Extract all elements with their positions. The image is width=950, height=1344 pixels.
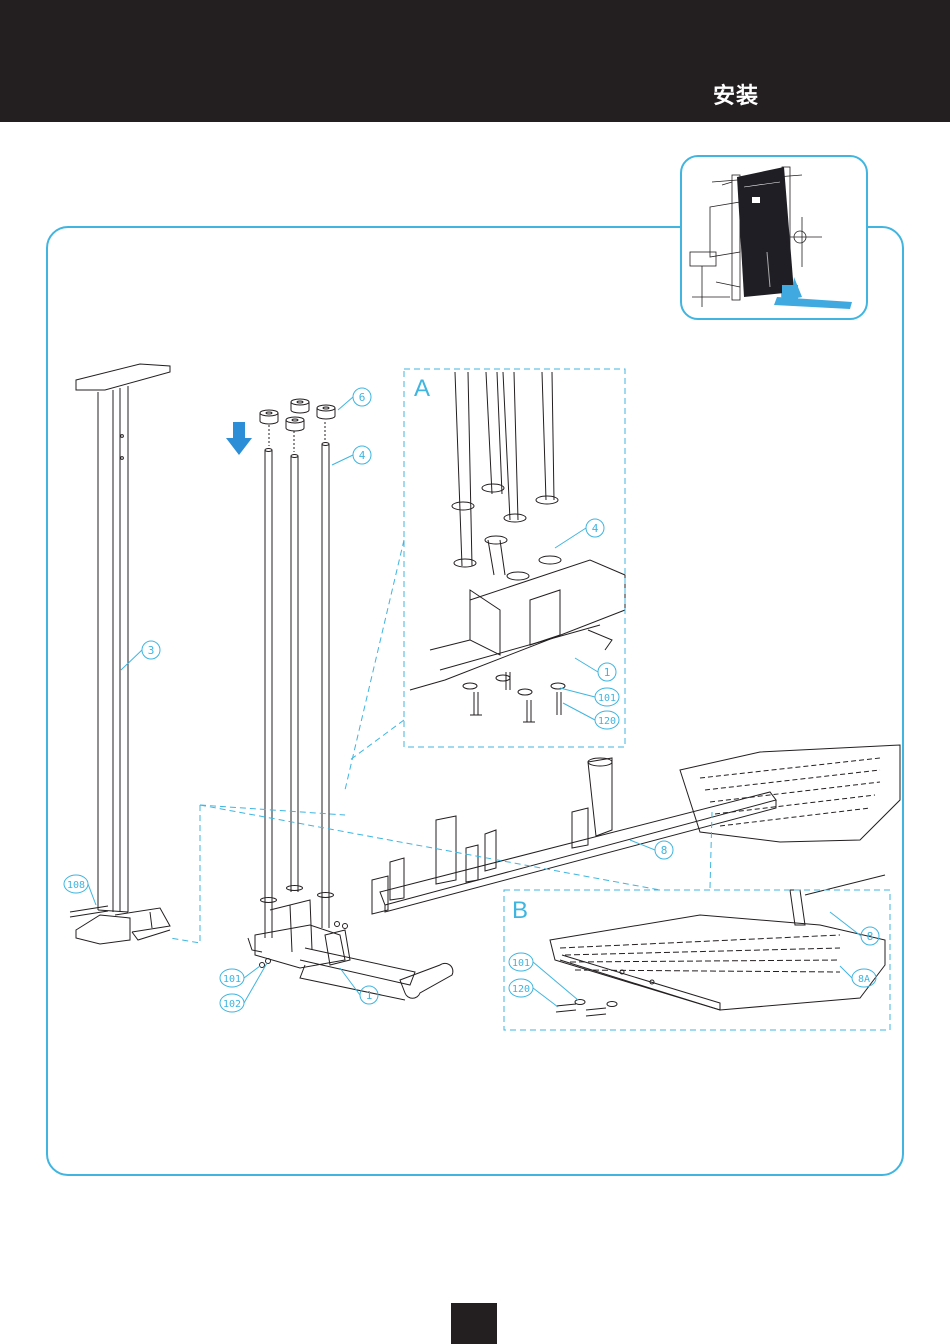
detail-a-box (404, 369, 625, 747)
callout-b-120: 120 (512, 984, 530, 995)
callout-1: 1 (366, 989, 373, 1002)
callout-a-1: 1 (604, 666, 611, 679)
part-1-base (248, 900, 453, 1000)
callout-a-101: 101 (598, 693, 616, 704)
detail-a-parts (410, 372, 625, 722)
callout-108: 108 (67, 880, 85, 891)
part-8-rail (372, 745, 900, 914)
down-arrow-icon (226, 422, 252, 455)
callout-b-8a: 8A (858, 974, 870, 985)
callout-8: 8 (661, 844, 668, 857)
page-number-box (451, 1303, 497, 1344)
callout-b-101: 101 (512, 958, 530, 969)
detail-b-parts (550, 875, 885, 1016)
callout-6: 6 (359, 391, 366, 404)
callout-a-120: 120 (598, 716, 616, 727)
part-3-upright (70, 364, 170, 944)
callout-a-4: 4 (592, 522, 599, 535)
callout-102: 102 (223, 999, 241, 1010)
callout-3: 3 (148, 644, 155, 657)
detail-b-label: B (512, 897, 528, 924)
part-6-bushings (260, 399, 335, 431)
part-4-guide-rods (261, 422, 334, 938)
callout-b-8: 8 (867, 930, 874, 943)
callout-101: 101 (223, 974, 241, 985)
callout-4: 4 (359, 449, 366, 462)
detail-a-label: A (414, 375, 430, 402)
